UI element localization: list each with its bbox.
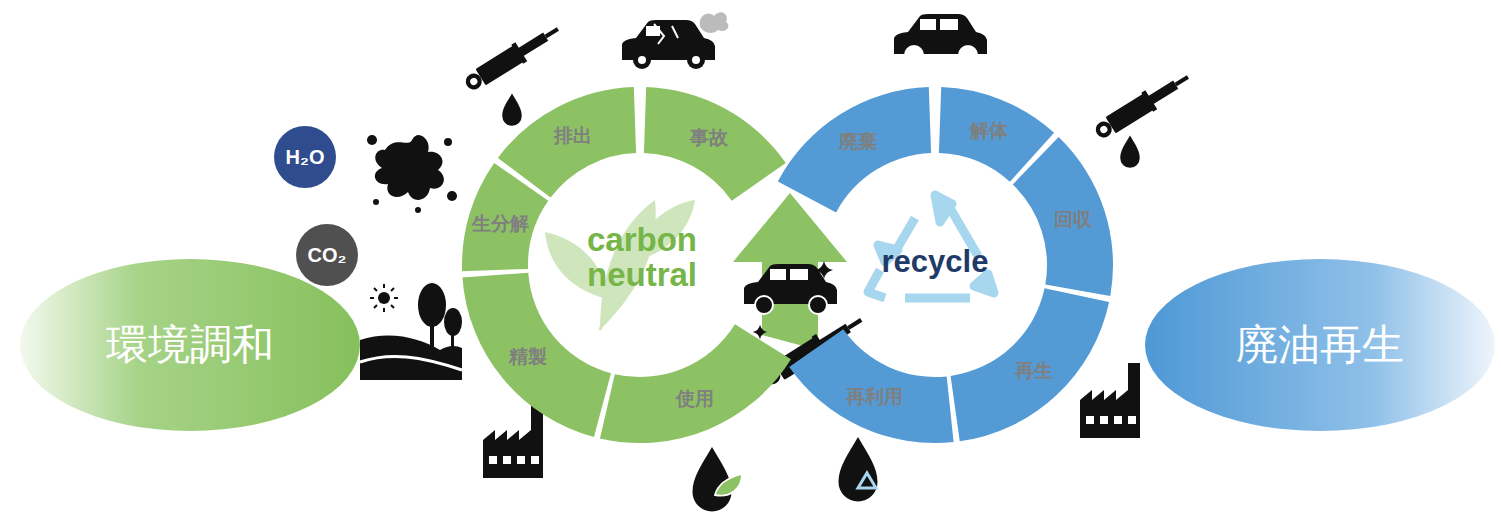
segment-label: 再生 xyxy=(1015,358,1053,384)
node-fill xyxy=(274,126,336,188)
theme-label: 環境調和 xyxy=(106,317,274,373)
landscape-icon xyxy=(360,283,462,380)
oil-drop xyxy=(502,94,522,126)
molecule-label: CO₂ xyxy=(308,244,347,267)
segment-label: 回収 xyxy=(1054,207,1092,233)
new-car xyxy=(744,261,837,339)
factory-icon xyxy=(1080,363,1140,438)
bio-oil-drop xyxy=(693,447,743,512)
theme-ellipse: 環境調和 xyxy=(20,259,360,431)
oil-splash xyxy=(367,135,457,213)
segment-label: 精製 xyxy=(509,344,547,370)
shock-absorber xyxy=(461,19,564,95)
shock-absorber xyxy=(1091,67,1194,143)
segment-label: 使用 xyxy=(676,386,714,412)
segment-fill xyxy=(789,329,953,443)
segment-label: 排出 xyxy=(554,123,592,149)
recycled-oil-drop xyxy=(839,437,878,502)
segment-label: 再利用 xyxy=(846,384,903,410)
segment-fill xyxy=(462,163,548,271)
segment-fill xyxy=(462,273,611,437)
node-fill xyxy=(20,259,360,431)
segment-fill xyxy=(951,288,1110,441)
oil-drop xyxy=(1120,136,1140,168)
node-fill xyxy=(1145,259,1495,431)
car-body xyxy=(894,14,987,65)
segment-fill xyxy=(644,87,786,201)
theme-ellipse: 廃油再生 xyxy=(1145,259,1495,431)
segment-fill xyxy=(1013,137,1113,296)
center-label: carbon neutral xyxy=(567,223,717,292)
center-label: recycle xyxy=(860,245,1010,279)
molecule-circle: H₂O xyxy=(274,126,336,188)
flow-arrow xyxy=(733,193,847,350)
segment-label: 事故 xyxy=(690,125,728,151)
crashed-car xyxy=(622,12,728,69)
molecule-label: H₂O xyxy=(286,146,325,169)
node-fill xyxy=(296,224,358,286)
segment-fill xyxy=(778,87,931,212)
segment-fill xyxy=(600,324,791,443)
theme-label: 廃油再生 xyxy=(1236,317,1404,373)
segment-label: 解体 xyxy=(970,118,1008,144)
factory-icon xyxy=(483,403,543,478)
molecule-circle: CO₂ xyxy=(296,224,358,286)
segment-label: 廃棄 xyxy=(839,129,877,155)
segment-label: 生分解 xyxy=(472,211,529,237)
